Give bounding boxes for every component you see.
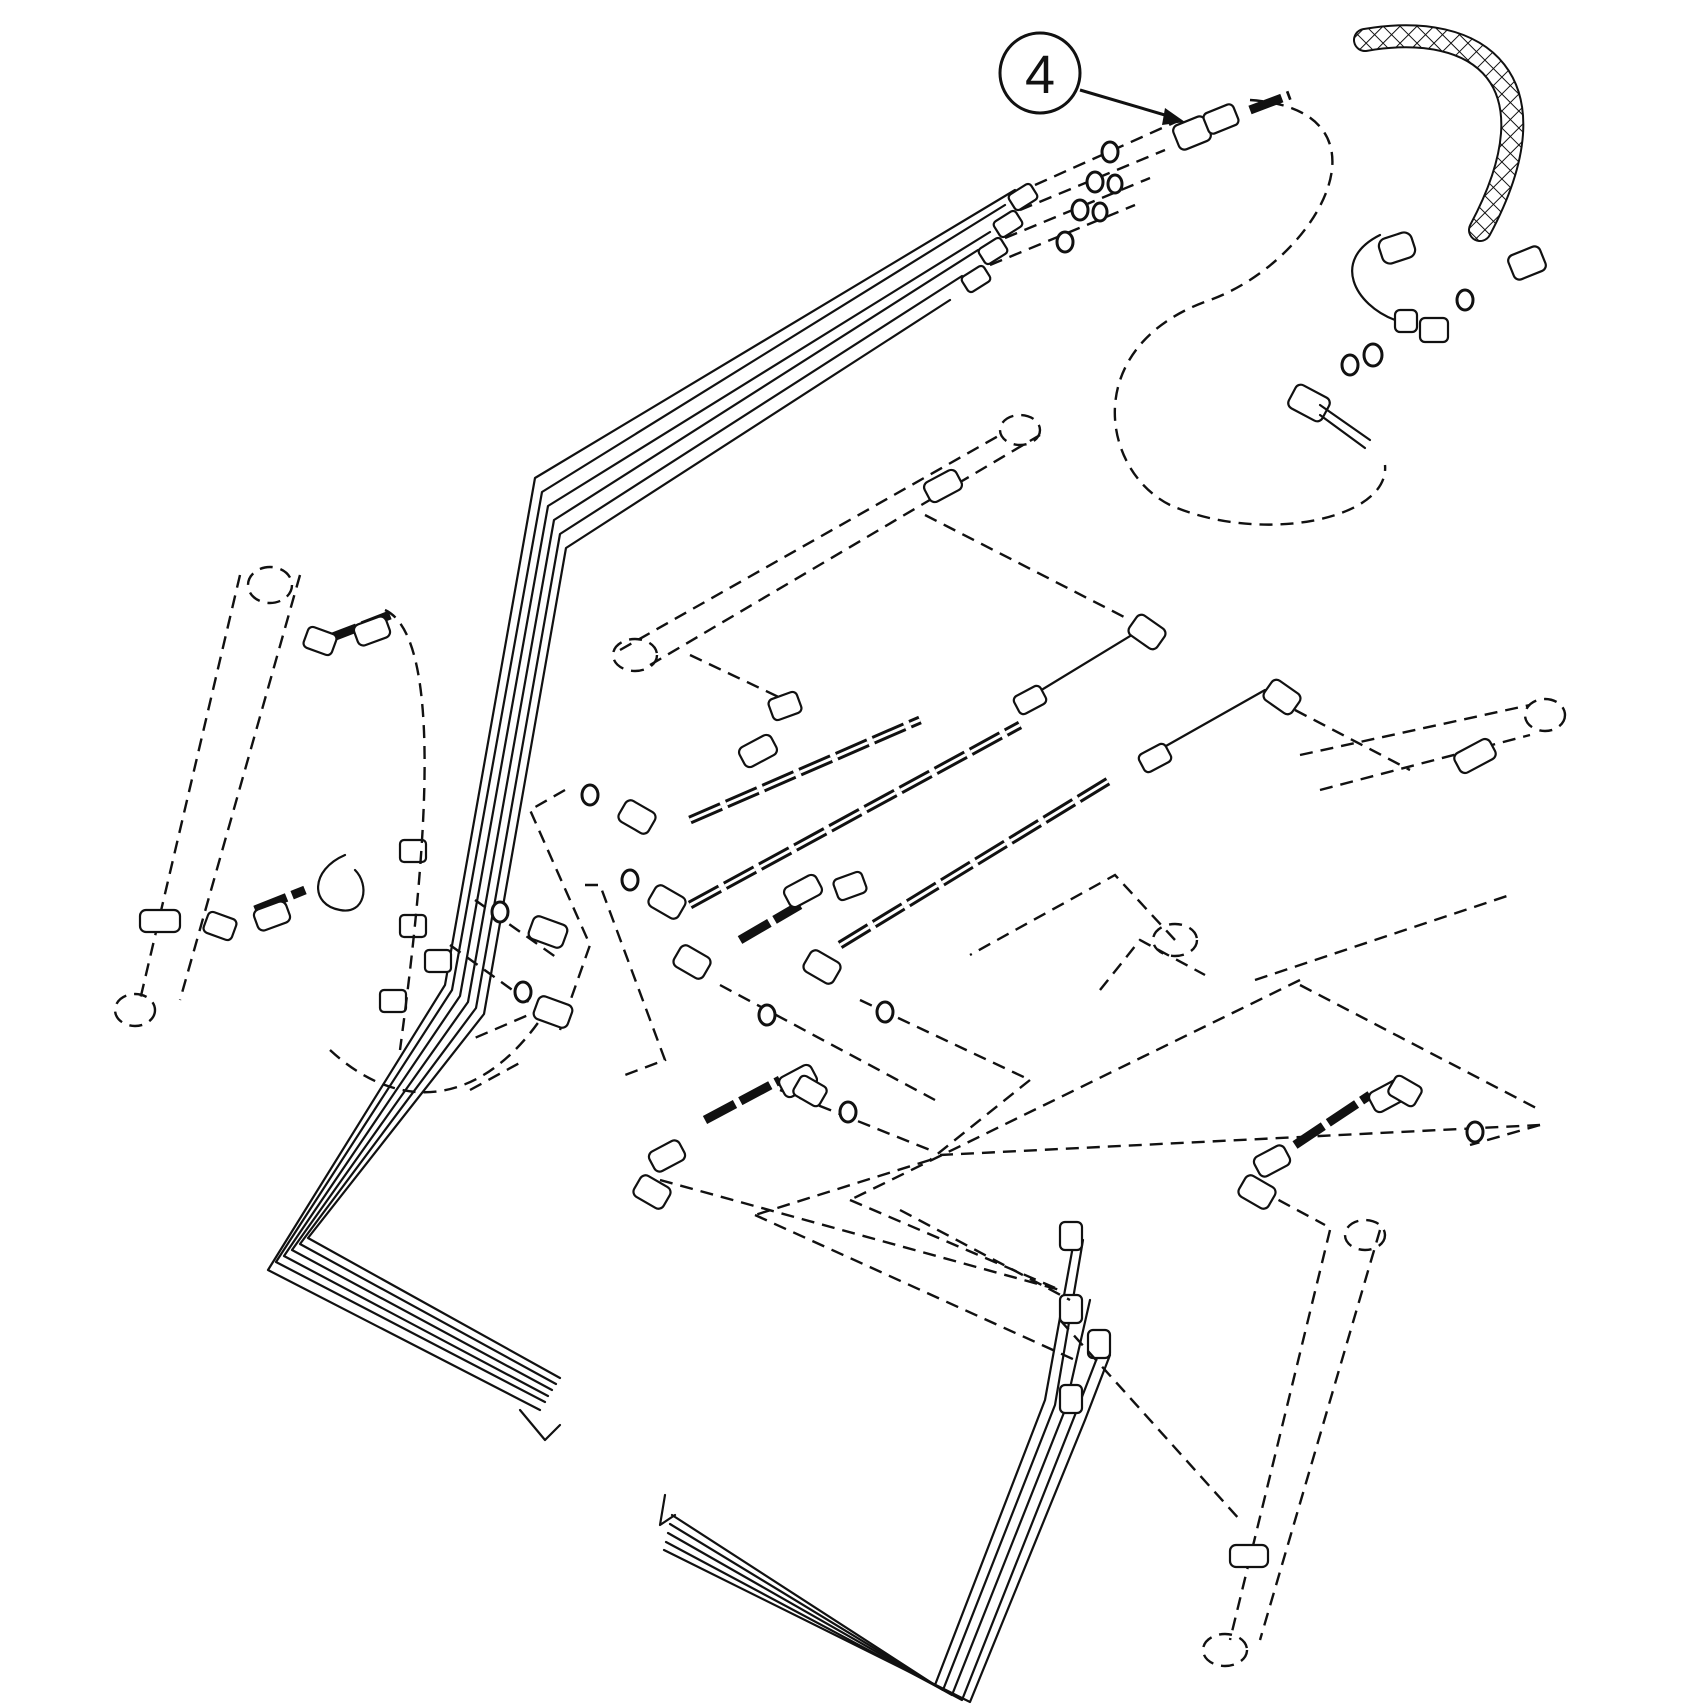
- callout-4: 4: [998, 31, 1185, 125]
- hydraulic-cylinder-right: [1151, 697, 1567, 958]
- dashed-connection-lines: [138, 98, 1541, 1641]
- flex-hoses: [253, 90, 1397, 1149]
- hydraulic-cylinder-center: [611, 413, 1042, 673]
- hose-fittings: [202, 103, 1547, 1210]
- rigid-tube-bundle-left: [266, 188, 1017, 1442]
- hydraulic-cylinder-lower-right: [1201, 1218, 1387, 1668]
- bundle-mid-fittings: [378, 838, 453, 1014]
- hydraulic-cylinder-upper-left: [113, 565, 294, 1028]
- braided-hose-sleeve: [1353, 24, 1525, 242]
- hose-clip: [317, 853, 365, 912]
- tube-end-fittings-bottom: [1058, 1220, 1112, 1415]
- callout-4-label: 4: [1025, 45, 1055, 105]
- rigid-tube-bundle-right: [658, 1233, 1112, 1704]
- tube-end-fittings-top: [960, 182, 1039, 294]
- o-rings: [490, 140, 1485, 1144]
